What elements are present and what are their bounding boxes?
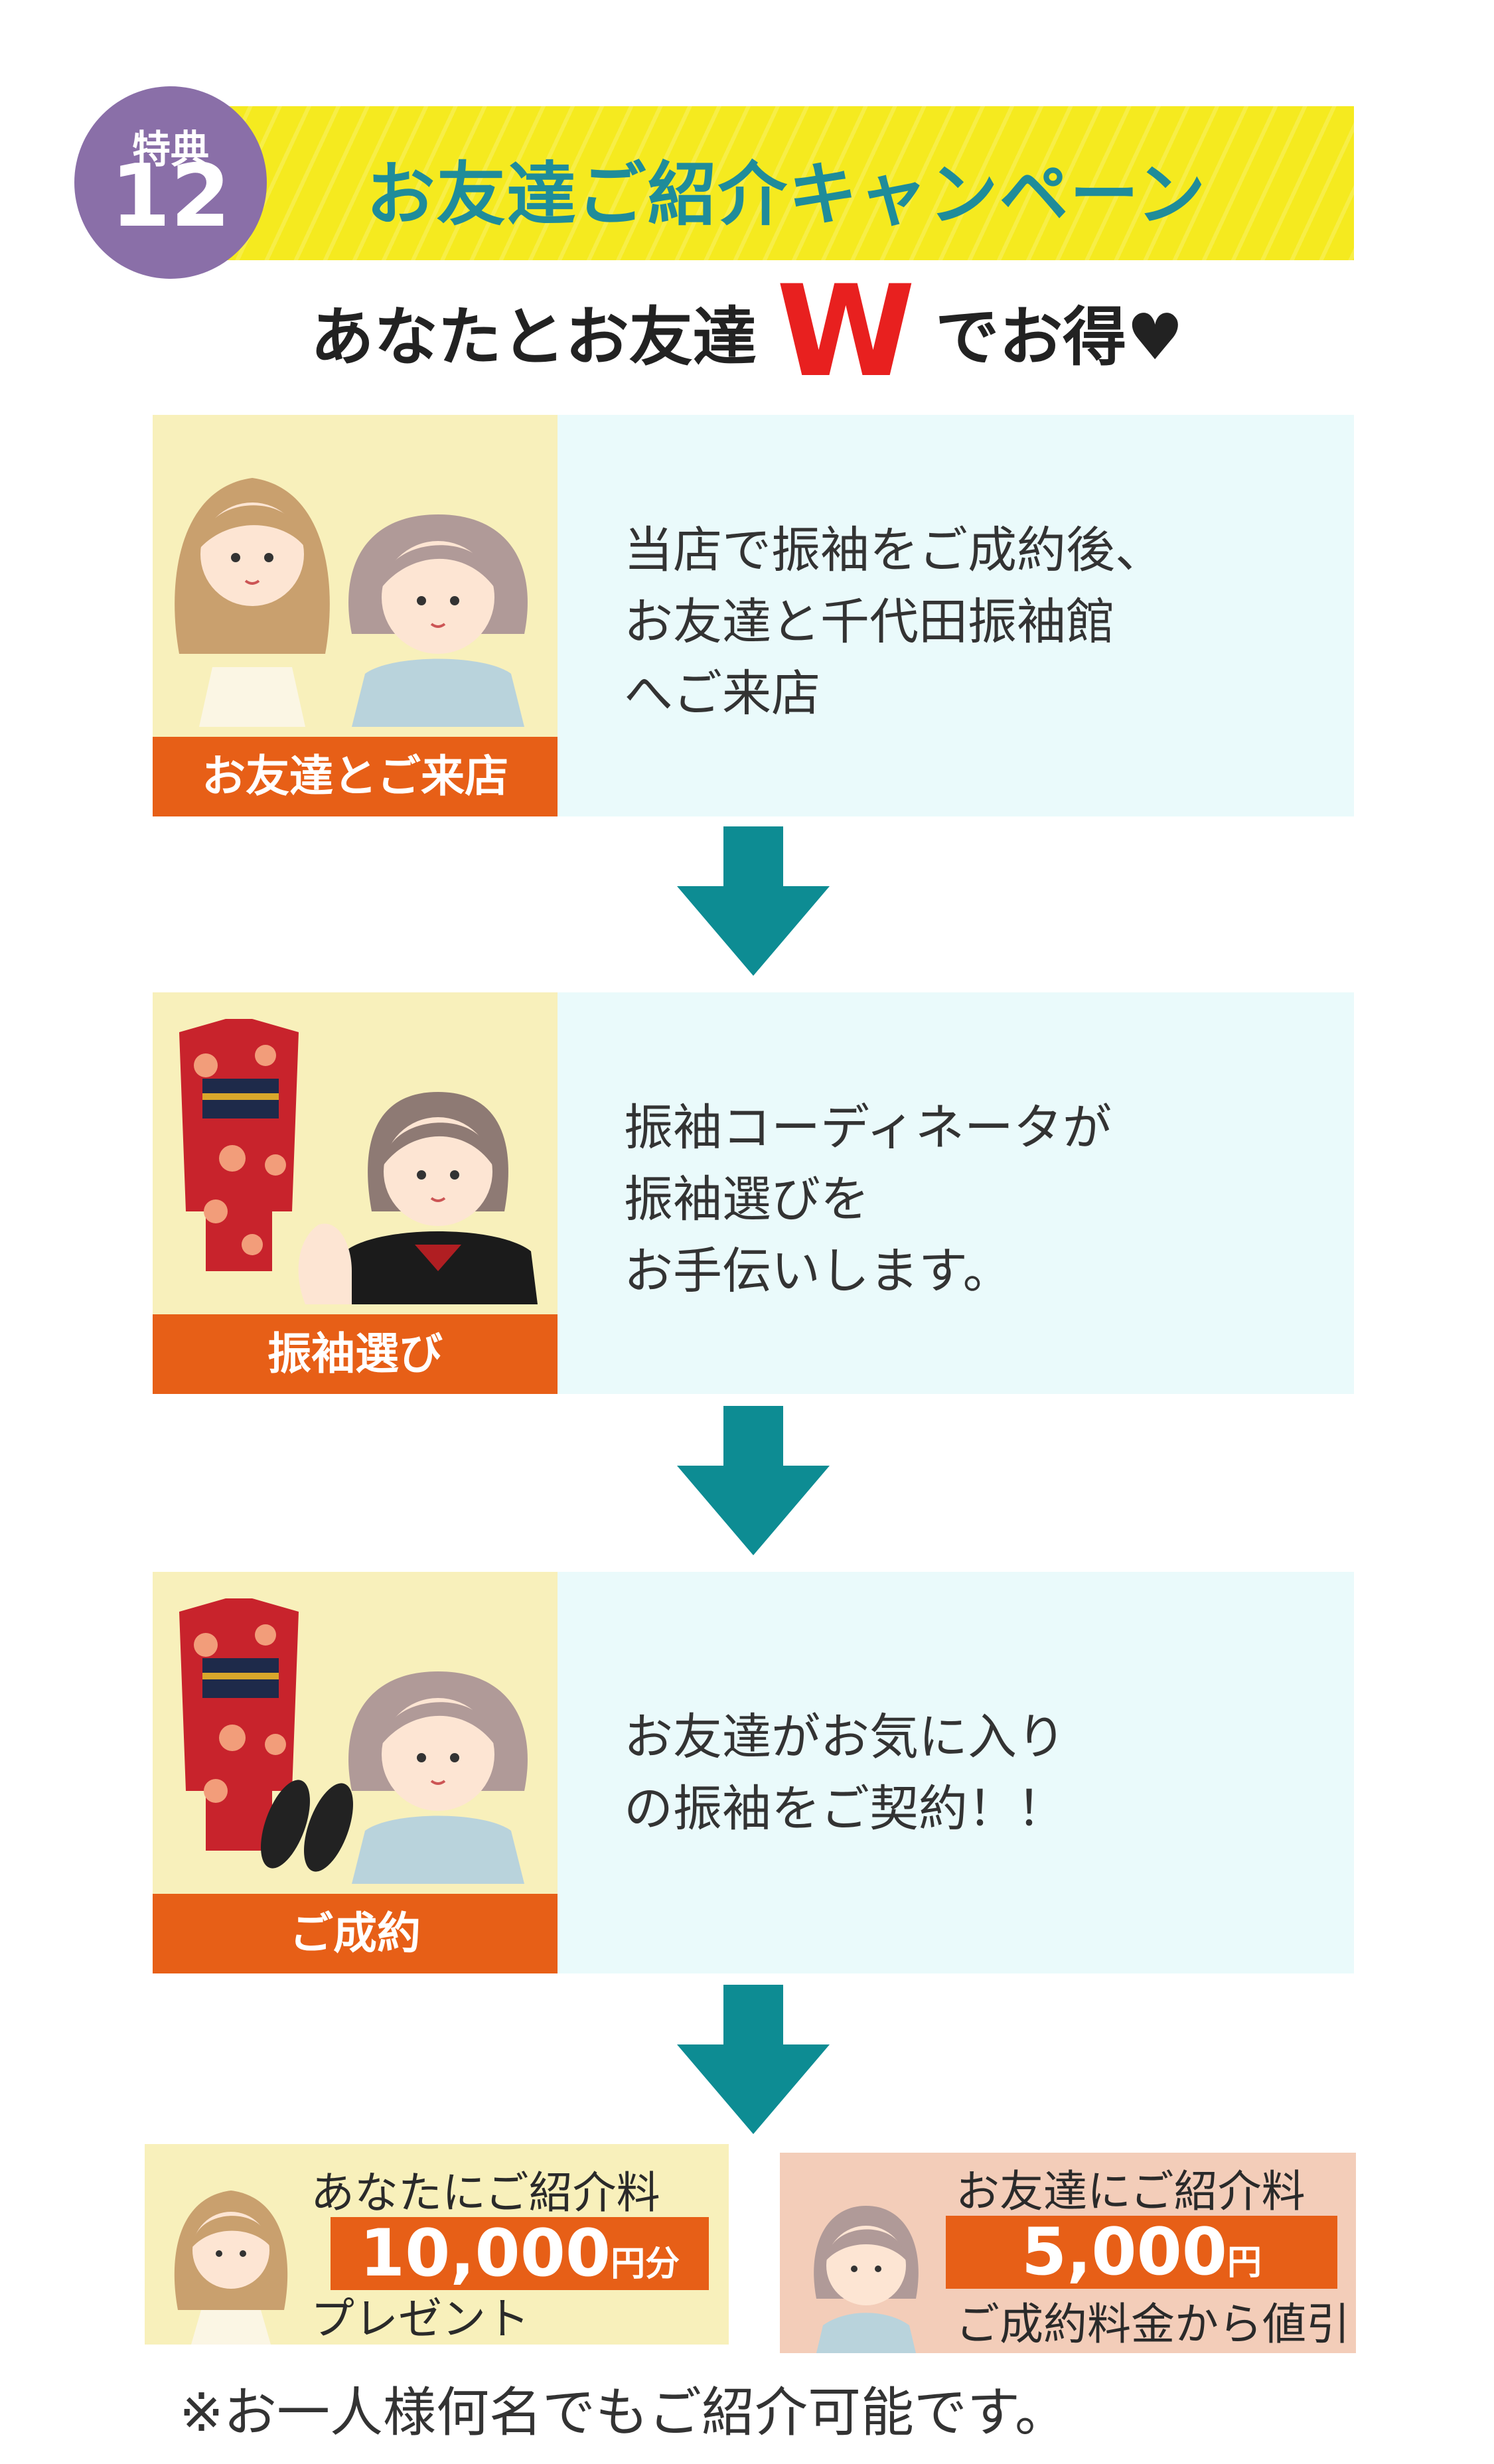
reward-you-unit: 円分	[611, 2244, 680, 2284]
step-label: 振袖選び	[153, 1314, 558, 1394]
reward-you-heading: あなたにご紹介料	[311, 2167, 660, 2218]
step-contract: ご成約 お友達がお気に入り の振袖をご契約！！	[153, 1572, 1354, 1973]
step-label: ご成約	[153, 1894, 558, 1973]
long-hair-woman-icon	[174, 2191, 288, 2345]
perk-badge: 特典 12	[74, 86, 267, 279]
subtitle-before: あなたとお友達	[310, 300, 757, 374]
reward-you-amount: 10,000	[359, 2216, 611, 2291]
reward-friend-heading: お友達にご紹介料	[956, 2166, 1306, 2217]
step-line: お友達と千代田振袖館	[624, 593, 1115, 651]
down-arrow-icon	[677, 1406, 830, 1555]
step-line: の振袖をご契約！！	[624, 1780, 1066, 1837]
kimono-sandals-woman-illustration	[179, 1598, 528, 1884]
reward-you-box: あなたにご紹介料 10,000円分 プレゼント	[145, 2144, 729, 2345]
down-arrow-icon	[677, 826, 830, 976]
badge-number: 12	[110, 145, 231, 246]
step-illustration: ご成約	[153, 1572, 558, 1973]
step-furisode-selection: 振袖選び 振袖コーディネータが 振袖選びを お手伝いします。	[153, 992, 1354, 1394]
step-line: お手伝いします。	[624, 1243, 1012, 1300]
campaign-title: お友達ご紹介キャンペーン	[366, 154, 1207, 235]
step-description: 振袖コーディネータが 振袖選びを お手伝いします。	[558, 992, 1354, 1394]
step-illustration: 振袖選び	[153, 992, 558, 1394]
down-arrow-icon	[677, 1985, 830, 2134]
subtitle-after: でお得♥	[935, 300, 1184, 374]
w-mark: W	[776, 258, 916, 405]
reward-you-amount-bar: 10,000円分	[331, 2217, 709, 2290]
step-visit-with-friend: お友達とご来店 当店で振袖をご成約後、 お友達と千代田振袖館 へご来店	[153, 415, 1354, 816]
step-label: お友達とご来店	[153, 737, 558, 816]
step-description: お友達がお気に入り の振袖をご契約！！	[558, 1572, 1354, 1973]
step-line: 振袖選びを	[624, 1171, 869, 1228]
step-illustration: お友達とご来店	[153, 415, 558, 816]
reward-friend-unit: 円	[1227, 2243, 1262, 2283]
reward-friend-box: お友達にご紹介料 5,000円 ご成約料金から値引	[780, 2153, 1356, 2353]
step-line: 当店で振袖をご成約後、	[624, 522, 1164, 579]
reward-friend-amount: 5,000	[1021, 2214, 1227, 2290]
reward-you-footer: プレゼント	[311, 2293, 530, 2345]
two-women-illustration	[175, 478, 528, 727]
step-description: 当店で振袖をご成約後、 お友達と千代田振袖館 へご来店	[558, 415, 1354, 816]
step-line: お友達がお気に入り	[624, 1709, 1066, 1766]
reward-friend-footer: ご成約料金から値引	[956, 2299, 1350, 2350]
campaign-banner: お友達ご紹介キャンペーン	[219, 106, 1354, 260]
step-line: 振袖コーディネータが	[624, 1099, 1112, 1156]
step-line: へご来店	[624, 665, 820, 722]
badge-label: 特典	[131, 127, 209, 172]
reward-friend-amount-bar: 5,000円	[946, 2216, 1337, 2289]
footnote: ※お一人様何名でもご紹介可能です。	[179, 2382, 1069, 2443]
short-hair-woman-icon	[814, 2206, 919, 2353]
kimono-and-coordinator-illustration	[179, 1019, 538, 1304]
